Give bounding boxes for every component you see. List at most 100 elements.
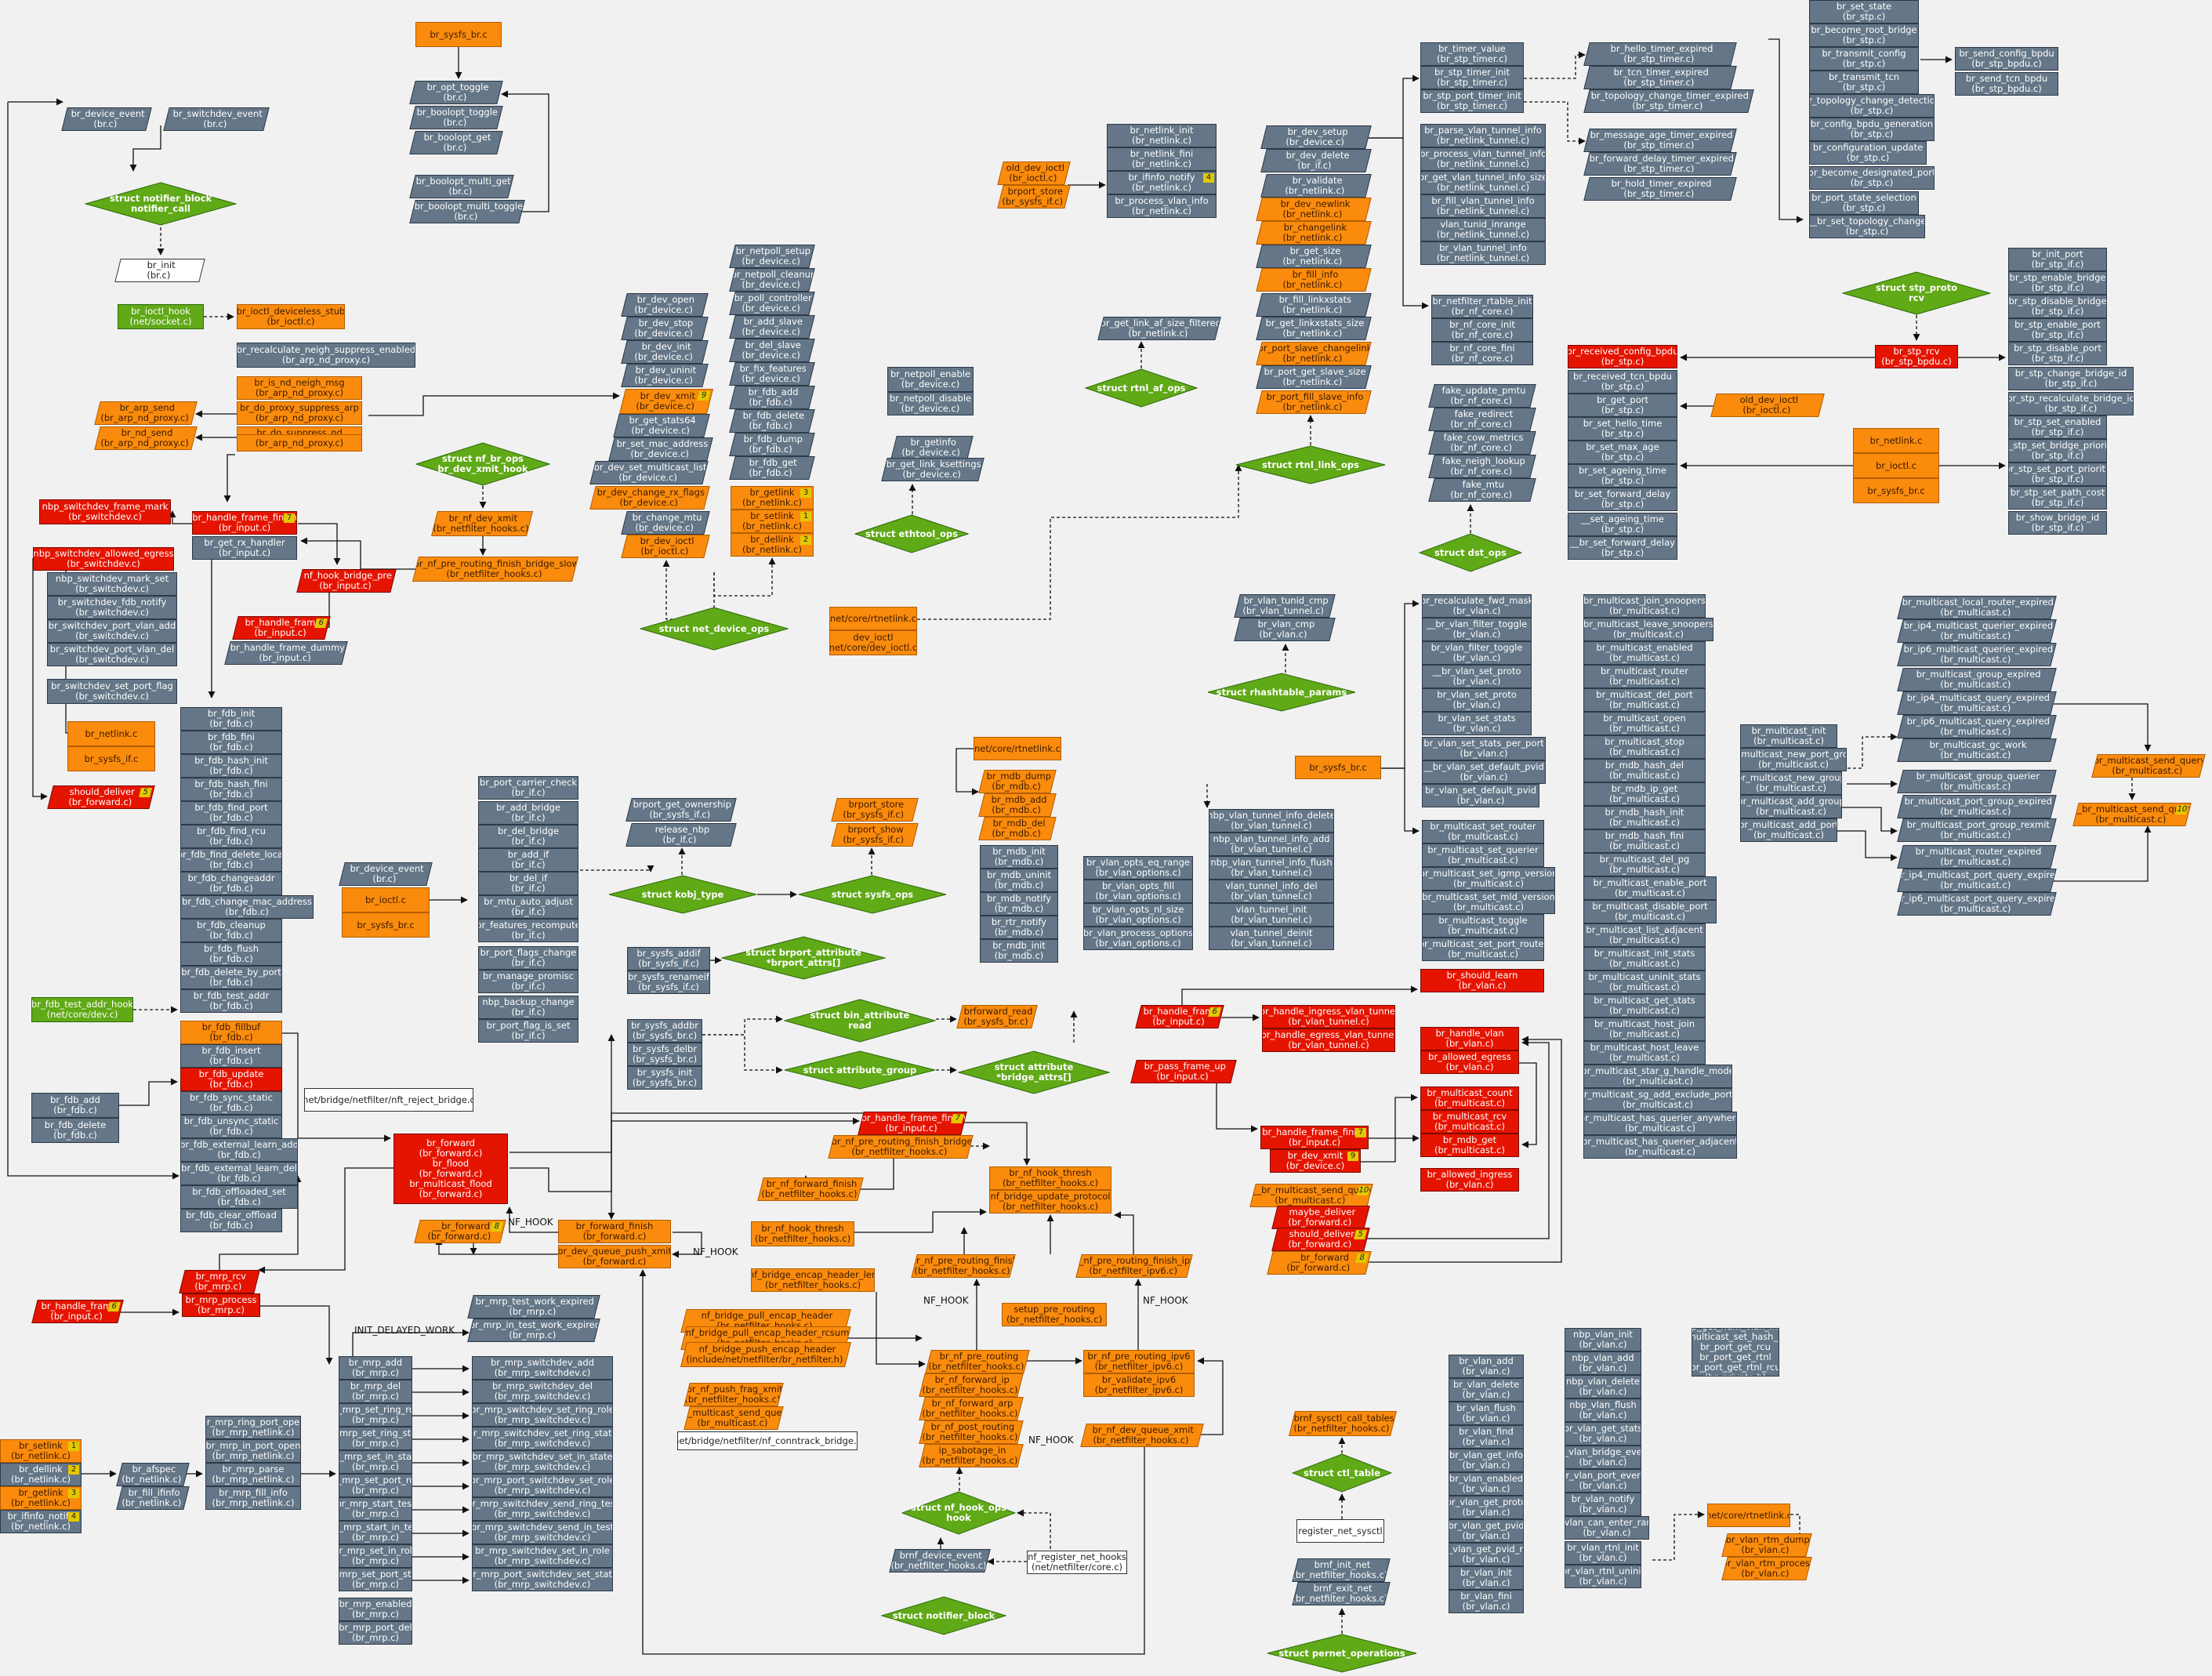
node-source-file: (br_nf_core.c) (1451, 306, 1514, 317)
node-source-file: (br_vlan.c) (1462, 1483, 1510, 1494)
node-source-file: (br_arp_nd_proxy.c) (100, 437, 189, 448)
function-node: br_validate_ipv6(br_netfilter_ipv6.c) (1083, 1373, 1195, 1397)
reference-badge: 2 (800, 535, 811, 545)
node-label: br_mrp_in_port_open (205, 1440, 301, 1451)
function-node: br_mrp_port_switchdev_set_state(br_mrp_s… (472, 1568, 613, 1591)
reference-badge: 2 (68, 1465, 79, 1475)
node-source-file: (br_netlink.c) (1282, 279, 1343, 290)
node-source-file: (br_device.c) (902, 469, 961, 480)
function-node: nf_register_net_hooks(net/netfilter/core… (1027, 1551, 1127, 1574)
node-label: br_vlan_delete (1452, 1379, 1520, 1390)
node-source-file: (br_sysfs_if.c) (843, 834, 905, 845)
node-source-file: (br_stp_timer.c) (1632, 100, 1703, 111)
node-source-file: (br_vlan.c) (1460, 771, 1508, 782)
node-source-file: (br_fdb.c) (209, 1032, 253, 1043)
node-source-file: (br_stp.c) (1842, 82, 1886, 93)
node-label: br_dellink (750, 534, 794, 545)
function-node: br_stp_rcv(br_stp_bpdu.c) (1875, 345, 1958, 368)
node-source-file: (br_forward.c) (582, 1256, 647, 1267)
function-node: br_add_if(br_if.c) (478, 848, 578, 872)
function-node: __br_vlan_set_proto(br_vlan.c) (1422, 665, 1532, 688)
node-source-file: (br_netfilter_hooks.c) (764, 1279, 861, 1290)
node-source-file: (br_vlan.c) (1579, 1386, 1627, 1397)
node-source-file: (br_netfilter_hooks.c) (922, 1455, 1018, 1466)
node-source-file: (br_netfilter_hooks.c) (922, 1408, 1018, 1419)
node-source-file: (br_vlan.c) (1452, 652, 1501, 663)
node-source-file: (br_switchdev.c) (75, 654, 149, 665)
node-source-file: (net/core/dev.c) (46, 1009, 118, 1020)
node-source-file: (br_netfilter_ipv6.c) (1094, 1384, 1184, 1395)
function-node: br_dev_newlink(br_netlink.c) (1256, 198, 1372, 221)
node-label: br_mdb_get (1442, 1134, 1497, 1145)
function-node: br_setlink(br_netlink.c)1 (0, 1439, 82, 1463)
function-node: br_opt_toggle(br.c) (409, 81, 503, 104)
node-source-file: (br_multicast.c) (1940, 726, 2011, 737)
function-node: br_multicast_port_group_expired(br_multi… (1897, 795, 2057, 818)
node-source-file: (br_vlan.c) (1583, 1527, 1631, 1538)
node-label: br_dev_xmit (1287, 1150, 1344, 1161)
function-node: br_nf_push_frag_xmit(br_netfilter_hooks.… (684, 1383, 784, 1406)
node-label: nbp_switchdev_frame_mark (42, 501, 169, 512)
reference-badge: 6 (314, 619, 328, 628)
function-node: br_multicast_stop(br_multicast.c) (1583, 735, 1706, 759)
function-node: br_boolopt_multi_toggle(br.c) (409, 200, 525, 223)
node-label: br_set_state (1836, 1, 1892, 12)
node-label: br_multicast_add_group (1740, 796, 1842, 807)
function-node: br_get_stats64(br_device.c) (613, 414, 710, 437)
node-source-file: (br_fdb.c) (749, 397, 793, 408)
node-source-file: (br_fdb.c) (209, 977, 253, 988)
function-node: br_multicast_new_group(br_multicast.c) (1740, 771, 1842, 795)
function-node: br_pass_frame_up(br_input.c) (1130, 1060, 1237, 1083)
function-node: br_mrp_fill_info(br_mrp_netlink.c) (205, 1486, 301, 1510)
node-source-file: (br_fdb.c) (749, 420, 793, 431)
struct-diamond: struct attribute*bridge_attrs[] (958, 1050, 1110, 1094)
node-label: register_net_sysctl (1298, 1525, 1383, 1536)
function-node: br_fill_vlan_tunnel_info(br_netlink_tunn… (1420, 194, 1546, 218)
function-node: br_fdb_test_addr(br_fdb.c) (180, 989, 282, 1013)
node-source-file: (br_nf_core.c) (1450, 395, 1512, 406)
node-label: br_ifinfo_notify (7, 1511, 74, 1522)
function-node: br_boolopt_get(br.c) (409, 131, 503, 154)
node-source-file: (br_multicast.c) (1448, 831, 1518, 842)
function-node: br_dev_init(br_device.c) (621, 340, 709, 364)
function-node: br_vlan_enabled(br_vlan.c) (1449, 1472, 1524, 1496)
function-node: br_multicast_del_pg(br_multicast.c) (1583, 853, 1706, 876)
function-node: br_handle_frame_finish(br_input.c)7 (1260, 1126, 1369, 1149)
function-node: br_handle_frame_finish(br_input.c)7 (192, 511, 297, 535)
struct-diamond: struct sysfs_ops (798, 875, 947, 914)
node-label: br_mrp_enabled (339, 1598, 412, 1609)
node-label: br_allowed_egress (1428, 1051, 1511, 1062)
function-node: br_vlan_tunid_cmp(br_vlan_tunnel.c) (1234, 594, 1336, 618)
node-label: br_vlan_enabled (1449, 1473, 1524, 1484)
function-node: br_port_state_selection(br_stp.c) (1809, 191, 1919, 215)
node-label: __br_vlan_filter_toggle (1426, 619, 1528, 629)
node-label: br_become_designated_port (1809, 167, 1935, 178)
node-label: br_dellink (19, 1464, 63, 1475)
node-source-file: (br_multicast.c) (1615, 911, 1685, 922)
function-node: br_mrp_set_ring_state(br_mrp.c) (339, 1427, 412, 1450)
node-label: br_multicast_has_querier_adjacent (1583, 1136, 1737, 1147)
node-source-file: (br.c) (93, 118, 118, 129)
node-source-file: (br_arp_nd_proxy.c) (255, 412, 344, 423)
node-label: br_vlan_set_default_pvid (1424, 785, 1536, 796)
function-node: br_dev_open(br_device.c) (621, 293, 709, 317)
node-source-file: (br_multicast.c) (1609, 1028, 1680, 1039)
node-source-file: (br_fdb.c) (209, 1220, 253, 1231)
node-source-file: (br_stp_if.c) (2031, 450, 2084, 461)
node-label: br_stp_enable_bridge (2009, 272, 2106, 283)
function-node: br_ip4_multicast_port_query_expired(br_m… (1897, 869, 2057, 892)
node-source-file: (br_multicast.c) (1609, 1005, 1680, 1016)
node-label: br_stp_timer_init (1434, 67, 1510, 78)
function-node: br_dev_uninit(br_device.c) (621, 364, 709, 387)
node-source-file: (br_mdb.c) (994, 927, 1044, 938)
reference-badge: 3 (68, 1489, 79, 1498)
node-source-file: (br_vlan.c) (1452, 605, 1501, 616)
node-label: br_mrp_switchdev_set_ring_state (472, 1428, 613, 1438)
node-label: br_multicast_add_port (1740, 819, 1837, 830)
node-source-file: (br_forward.c) (419, 1188, 483, 1199)
node-source-file: (br_netfilter_hooks.c) (754, 1233, 851, 1244)
function-node: br_handle_frame_dummy(br_input.c) (224, 641, 348, 665)
node-label: br_mrp_del (350, 1380, 401, 1391)
node-label: nbp_switchdev_allowed_egress (33, 548, 174, 559)
function-node: br_nf_pre_routing_finish_bridge(br_netfi… (828, 1135, 974, 1159)
